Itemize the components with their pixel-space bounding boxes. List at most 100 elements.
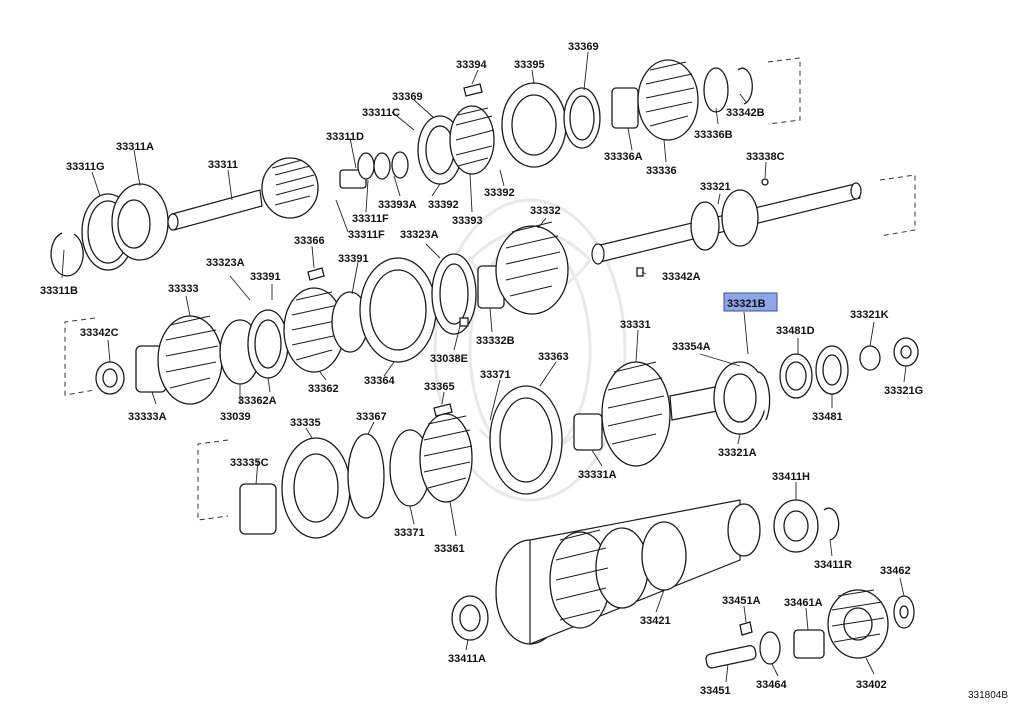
label-33354a[interactable]: 33354A xyxy=(672,341,711,353)
gear-33333 xyxy=(157,315,223,405)
label-33321g[interactable]: 33321G xyxy=(884,385,923,397)
washer-33336b xyxy=(703,67,729,113)
label-33311a[interactable]: 33311A xyxy=(116,141,154,153)
label-33411r[interactable]: 33411R xyxy=(814,559,852,571)
gear-33336 xyxy=(637,59,699,141)
label-33363[interactable]: 33363 xyxy=(538,351,569,363)
label-33039[interactable]: 33039 xyxy=(220,411,251,423)
label-33311[interactable]: 33311 xyxy=(208,159,238,171)
label-33336[interactable]: 33336 xyxy=(646,165,677,177)
label-33367[interactable]: 33367 xyxy=(356,411,387,423)
label-33311g[interactable]: 33311G xyxy=(66,161,105,173)
label-33333[interactable]: 33333 xyxy=(168,283,199,295)
label-33371[interactable]: 33371 xyxy=(394,527,425,539)
synchro-group-row2 xyxy=(64,221,569,405)
label-33336a[interactable]: 33336A xyxy=(604,151,643,163)
key-33366 xyxy=(307,267,325,281)
label-33321b[interactable]: 33321B xyxy=(727,298,766,310)
hub-33393 xyxy=(449,105,495,175)
clip-33038e xyxy=(459,317,469,327)
label-33338c[interactable]: 33338C xyxy=(746,151,785,163)
label-33464[interactable]: 33464 xyxy=(756,679,787,691)
label-33311d[interactable]: 33311D xyxy=(326,131,364,143)
needle-bearing-33331a xyxy=(573,413,603,451)
label-33311f[interactable]: 33311F xyxy=(352,213,389,225)
label-33311f[interactable]: 33311F xyxy=(348,229,385,241)
counter-gear-group xyxy=(451,499,915,669)
label-33461a[interactable]: 33461A xyxy=(784,597,823,609)
label-33342a[interactable]: 33342A xyxy=(662,271,701,283)
snap-ring-33354a xyxy=(757,371,771,421)
label-33411h[interactable]: 33411H xyxy=(772,471,810,483)
label-33421[interactable]: 33421 xyxy=(640,615,671,627)
label-33402[interactable]: 33402 xyxy=(856,679,887,691)
output-shaft-group xyxy=(591,174,916,277)
label-33038e[interactable]: 33038E xyxy=(430,353,468,365)
input-shaft-group xyxy=(50,57,801,277)
label-33395[interactable]: 33395 xyxy=(514,59,545,71)
label-33333a[interactable]: 33333A xyxy=(128,411,167,423)
label-33362[interactable]: 33362 xyxy=(308,383,339,395)
part-labels: 33394 33395 33369 33369 33311C 33311D 33… xyxy=(40,41,1008,701)
label-33481[interactable]: 33481 xyxy=(812,411,843,423)
label-33364[interactable]: 33364 xyxy=(364,375,395,387)
label-33361[interactable]: 33361 xyxy=(434,543,465,555)
label-33481d[interactable]: 33481D xyxy=(776,325,815,337)
snap-ring-33311b xyxy=(50,232,84,277)
label-33365[interactable]: 33365 xyxy=(424,381,455,393)
snap-ring-33342b xyxy=(737,67,753,105)
label-33323a[interactable]: 33323A xyxy=(400,229,439,241)
highlight-33321b xyxy=(723,292,778,312)
label-33362a[interactable]: 33362A xyxy=(238,395,277,407)
label-33393[interactable]: 33393 xyxy=(452,215,483,227)
reverse-gear-group xyxy=(197,385,563,539)
key-33365 xyxy=(433,403,453,417)
label-33393a[interactable]: 33393A xyxy=(378,199,417,211)
label-33451a[interactable]: 33451A xyxy=(722,595,761,607)
label-33451[interactable]: 33451 xyxy=(700,685,731,697)
label-33335c[interactable]: 33335C xyxy=(230,457,269,469)
ring-33367 xyxy=(347,433,385,519)
idler-shaft-33451 xyxy=(705,645,757,669)
ball-33338c xyxy=(761,178,769,186)
label-33331[interactable]: 33331 xyxy=(620,319,651,331)
label-33311c[interactable]: 33311C xyxy=(362,107,400,119)
diagram-code: 331804B xyxy=(968,690,1008,701)
label-33321[interactable]: 33321 xyxy=(700,181,731,193)
needle-bearing-33461a xyxy=(793,629,825,659)
label-33391[interactable]: 33391 xyxy=(250,271,281,283)
input-shaft-33311 xyxy=(171,189,263,231)
o-ring-33321k xyxy=(859,345,881,371)
label-33323a[interactable]: 33323A xyxy=(206,257,245,269)
label-33332[interactable]: 33332 xyxy=(530,205,561,217)
label-33342c[interactable]: 33342C xyxy=(80,327,119,339)
label-33321k[interactable]: 33321K xyxy=(850,309,889,321)
needle-bearing-33336a xyxy=(611,87,639,129)
gear-33332 xyxy=(495,225,569,315)
label-33369[interactable]: 33369 xyxy=(392,91,423,103)
label-33392[interactable]: 33392 xyxy=(428,199,459,211)
hub-33361 xyxy=(419,413,473,503)
snap-ring-33411r xyxy=(823,507,840,541)
label-33335[interactable]: 33335 xyxy=(290,417,321,429)
label-33369[interactable]: 33369 xyxy=(568,41,599,53)
label-33462[interactable]: 33462 xyxy=(880,565,911,577)
leader-lines xyxy=(61,51,907,683)
output-gear-group xyxy=(573,337,919,467)
label-33371[interactable]: 33371 xyxy=(480,369,511,381)
label-33391[interactable]: 33391 xyxy=(338,253,369,265)
label-33336b[interactable]: 33336B xyxy=(694,129,733,141)
key-33451a xyxy=(739,621,753,636)
label-33311b[interactable]: 33311B xyxy=(40,285,78,297)
label-33321a[interactable]: 33321A xyxy=(718,447,757,459)
washer-33464 xyxy=(759,631,781,665)
label-33332b[interactable]: 33332B xyxy=(476,335,515,347)
label-33342b[interactable]: 33342B xyxy=(726,107,765,119)
label-33411a[interactable]: 33411A xyxy=(448,653,486,665)
label-33366[interactable]: 33366 xyxy=(294,235,325,247)
label-33331a[interactable]: 33331A xyxy=(578,469,617,481)
label-33394[interactable]: 33394 xyxy=(456,59,487,71)
needle-bearing-33335c xyxy=(239,483,277,535)
label-33392[interactable]: 33392 xyxy=(484,187,515,199)
